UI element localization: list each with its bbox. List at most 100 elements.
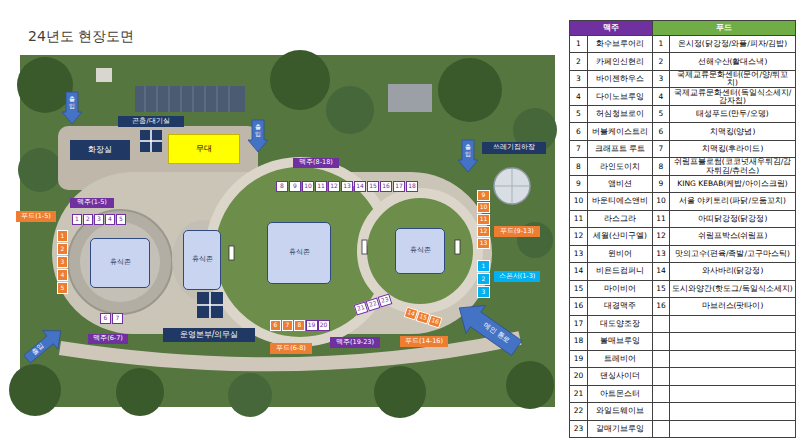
beer-booth: 20 (318, 320, 330, 331)
table-cell: 국제교류문화센터(문어/양/튀꼬치) (669, 70, 796, 88)
table-text: 9 (659, 180, 664, 188)
arrow-shape (458, 140, 478, 172)
table-cell: 아트몬스터 (587, 385, 653, 403)
node-text: 16 (382, 183, 390, 190)
table-text: 버블케이스트리 (592, 128, 648, 136)
table-cell: 와일드웨이브 (587, 402, 653, 420)
table-text: 아트몬스터 (600, 390, 640, 398)
table-text: 온시정(닭강정/와플/피자/김밥) (678, 40, 787, 48)
sponsor-booth: 2 (477, 273, 490, 285)
table-cell: 맛의고수(편육/족발/고구마스틱) (669, 245, 796, 263)
table-cell (669, 332, 796, 350)
node-text: 1 (61, 233, 65, 240)
main-passage-arrow: 메인 통로 (450, 294, 527, 362)
table-cell: 7 (569, 140, 588, 158)
node-text: 휴식존 (410, 247, 431, 255)
table-text: 라스그라 (604, 215, 636, 223)
node-text: 5 (61, 285, 65, 292)
beer-zone-label: 맥주(6-7) (88, 334, 128, 344)
arrow-shape (248, 120, 268, 152)
table-cell: 마이비어 (587, 280, 653, 298)
table-cell: 7 (652, 140, 670, 158)
table-text: 8 (576, 163, 581, 171)
table-cell: 라스그라 (587, 210, 653, 228)
table-cell: 쉬림프박스(쉬림프) (669, 227, 796, 245)
arrow-text-area: 메인 통로 (471, 312, 522, 355)
table-cell (669, 350, 796, 368)
tree-canopy (270, 50, 330, 110)
table-cell: 허심청브로이 (587, 105, 653, 123)
table-cell (652, 420, 670, 438)
table-cell: 14 (652, 262, 670, 280)
food-booth: 5 (57, 282, 68, 294)
tree-canopy (506, 361, 554, 409)
beer-booth: 12 (328, 181, 340, 192)
table-text: 22 (574, 407, 584, 415)
tree-canopy (326, 86, 374, 134)
table-cell: 크래프트 루트 (587, 140, 653, 158)
table-cell: 치맥킹(후라이드) (669, 140, 796, 158)
node-text: 15 (369, 183, 377, 190)
table-text: 국제교류문화센터(문어/양/튀꼬치) (672, 71, 793, 87)
building-roof (135, 86, 245, 112)
table-cell: 9 (652, 175, 670, 193)
table-cell: 마브러스(팟타이) (669, 297, 796, 315)
node-text: 휴식존 (110, 259, 131, 267)
table-text: 아띠닭강정(닭강정) (698, 215, 768, 223)
food-booth: 13 (477, 238, 490, 249)
table-text: 라인도이치 (600, 163, 640, 171)
beer-booth: 10 (302, 181, 314, 192)
table-text: 7 (659, 145, 664, 153)
table-cell: 10 (569, 192, 588, 210)
table-cell: 온시정(닭강정/와플/피자/김밥) (669, 35, 796, 53)
table-cell: 바이젠하우스 (587, 70, 653, 88)
table-text: 6 (576, 128, 581, 136)
table-text: 11 (574, 215, 584, 223)
node-text: 11 (317, 183, 325, 190)
table-cell: 치맥킹(양념) (669, 122, 796, 140)
table-text: 와일드웨이브 (596, 407, 644, 415)
table-text: 7 (576, 145, 581, 153)
node-text: 메인 통로 (482, 322, 511, 346)
beer-booth: 18 (406, 181, 418, 192)
table-cell: 14 (569, 262, 588, 280)
node-text: 3 (61, 259, 65, 266)
table-text: 12 (574, 232, 584, 240)
beer-booth: 15 (367, 181, 379, 192)
node-text: 2 (86, 216, 90, 223)
table-text: 마브러스(팟타이) (702, 302, 764, 310)
node-text: 18 (408, 183, 416, 190)
table-cell (652, 385, 670, 403)
node-text: 2 (61, 246, 65, 253)
node-text: 3 (97, 216, 101, 223)
beer-booth: 14 (354, 181, 366, 192)
table-cell: 3 (569, 70, 588, 88)
rest-zone: 휴식존 (183, 230, 221, 290)
table-text: 화수브루어리 (596, 40, 644, 48)
node-text: 11 (480, 216, 488, 223)
table-cell: 12 (569, 227, 588, 245)
node-text: 출입 (69, 96, 75, 109)
node-text: 스폰서(1-3) (499, 273, 536, 280)
table-text: 트레비어 (604, 355, 636, 363)
bin-marker (455, 240, 460, 254)
table-text: 4 (659, 93, 664, 101)
building-icon-grid (140, 130, 162, 152)
sponsor-booth: 1 (477, 260, 490, 272)
table-text: 3 (576, 75, 581, 83)
table-cell: KING KEBAB(케밥/아이스크림) (669, 175, 796, 193)
table-cell: 댄싱사이더 (587, 367, 653, 385)
lawn-circle (210, 162, 390, 342)
table-text: 허심청브로이 (596, 110, 644, 118)
table-cell: 선해수산(활대스낵) (669, 52, 796, 70)
table-text: 선해수산(활대스낵) (698, 58, 768, 66)
node-text: 휴식존 (289, 249, 310, 257)
table-text: 15 (574, 285, 584, 293)
tree-canopy (374, 366, 426, 418)
facility-label: 운영본부/의무실 (163, 328, 255, 342)
table-text: KING KEBAB(케밥/아이스크림) (677, 180, 787, 188)
arrow-shape (62, 92, 82, 124)
table-text: 20 (574, 372, 584, 380)
node-text: 맥주(6-7) (93, 335, 123, 342)
